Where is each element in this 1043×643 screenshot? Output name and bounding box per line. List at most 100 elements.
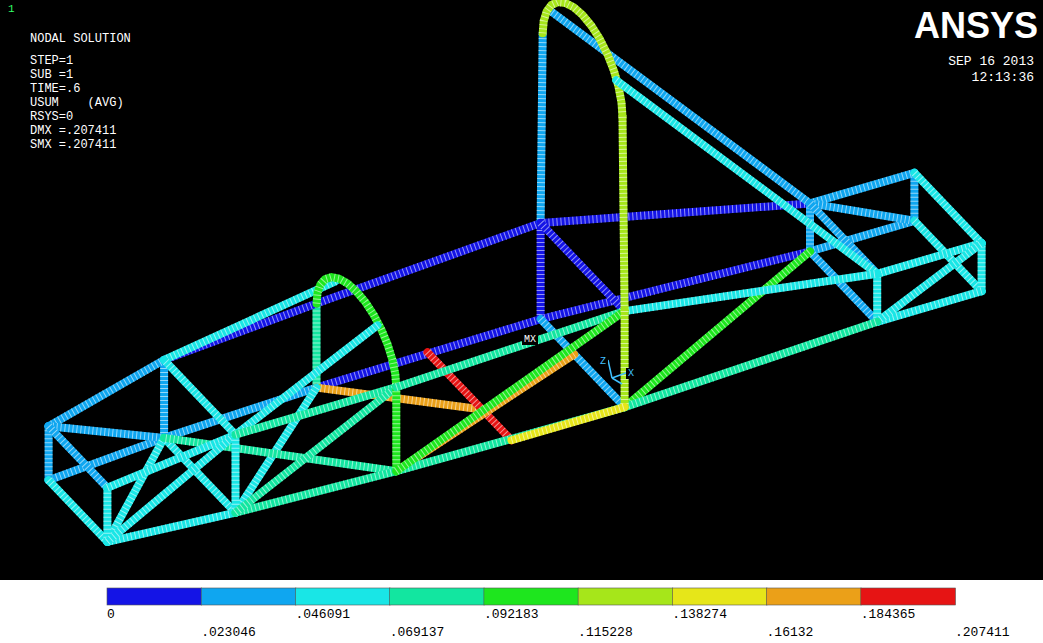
tube-body [103, 488, 111, 542]
tube-body [541, 203, 810, 223]
frame-tube [541, 33, 543, 223]
frame-tube [877, 243, 981, 322]
tube-body [810, 173, 914, 204]
frame-tube [810, 173, 914, 204]
info-text: SUB =1 [30, 69, 73, 82]
tube-body [317, 223, 541, 304]
scale-value: .023046 [201, 626, 256, 640]
mesh-rings [107, 438, 164, 542]
mesh-rings [512, 407, 625, 440]
mesh-rings [49, 426, 108, 488]
date-text: SEP 16 2013 [948, 55, 1034, 69]
mesh-rings [49, 480, 108, 542]
frame-tube [48, 426, 49, 480]
mesh-rings [392, 387, 400, 471]
color-bar [107, 588, 956, 605]
window-number: 1 [8, 3, 15, 15]
mesh-rings [623, 117, 625, 311]
mesh-rings [625, 251, 810, 407]
frame-tube [164, 360, 165, 438]
color-band [484, 588, 579, 605]
mesh-rings [160, 360, 168, 438]
mesh-rings [396, 407, 624, 471]
mesh-rings [873, 274, 881, 322]
tube-body [49, 426, 108, 488]
frame-tube [236, 387, 397, 513]
frame-tube [396, 311, 624, 387]
color-band [578, 588, 673, 605]
mesh-rings [103, 488, 111, 542]
tube-body [107, 435, 235, 542]
frame-tube [107, 435, 235, 488]
frame-tube [235, 435, 236, 513]
tube-body [978, 243, 986, 291]
frame-tube [49, 360, 165, 426]
axis-label: Z [598, 356, 608, 367]
scale-value: .184365 [861, 608, 916, 622]
frame-tube [981, 243, 982, 291]
mesh-rings [232, 435, 240, 513]
frame-tube [541, 223, 625, 311]
tube-body [392, 387, 400, 471]
tube-body [396, 311, 624, 387]
max-marker: MX [522, 334, 538, 345]
frame-tube [914, 173, 915, 221]
mesh-rings [625, 274, 878, 311]
tube-body [541, 223, 625, 311]
color-band [201, 588, 296, 605]
mesh-rings [537, 223, 545, 319]
color-band [295, 588, 390, 605]
mesh-rings [236, 387, 397, 513]
frame-tube [624, 311, 625, 407]
scale-value: .16132 [767, 626, 814, 640]
mesh-rings [396, 311, 624, 471]
axis-line [608, 360, 612, 378]
mesh-rings [877, 243, 981, 322]
mesh-rings [107, 435, 235, 488]
frame-tube [396, 311, 624, 471]
mesh-rings [317, 277, 397, 387]
frame-tube [625, 274, 878, 311]
frame-tube [317, 223, 541, 304]
tube-body [623, 117, 625, 311]
mesh-rings [317, 223, 541, 304]
frame-tube [164, 281, 335, 360]
axis-label: X [626, 368, 636, 379]
scale-value: .092183 [484, 608, 539, 622]
tube-body [537, 223, 545, 319]
tube-body [236, 387, 397, 513]
frame-tube [625, 251, 810, 407]
color-band [767, 588, 862, 605]
mesh-rings [49, 426, 165, 438]
time-text: 12:13:36 [972, 71, 1034, 85]
scale-value: .138274 [672, 608, 727, 622]
frame-tube [49, 426, 108, 488]
info-text: STEP=1 [30, 55, 73, 68]
frame-tube [616, 80, 877, 273]
tube-body [541, 33, 543, 223]
mesh-rings [621, 311, 629, 407]
frame-tube [623, 117, 625, 311]
scale-value: .207411 [955, 626, 1010, 640]
frame-tube [541, 203, 810, 223]
tube-body [396, 311, 624, 471]
frame-tube [396, 407, 624, 471]
frame-tube [625, 322, 878, 407]
tube-body [160, 360, 168, 438]
mesh-rings [914, 173, 981, 243]
info-text: SMX =.207411 [30, 139, 116, 152]
chassis-frame [49, 2, 982, 542]
scale-value: .069137 [390, 626, 445, 640]
frame-tube [107, 435, 235, 542]
frame-tube [317, 277, 397, 387]
mesh-rings [164, 281, 335, 360]
tube-body [107, 435, 235, 488]
tube-body [914, 173, 981, 243]
tube-body [616, 80, 877, 273]
mesh-rings [810, 173, 914, 204]
logo-text: ANSYS [914, 6, 1038, 46]
graphics-background [0, 0, 1043, 580]
tube-body [625, 251, 810, 407]
mesh-rings [625, 322, 878, 407]
scale-value: .115228 [578, 626, 633, 640]
